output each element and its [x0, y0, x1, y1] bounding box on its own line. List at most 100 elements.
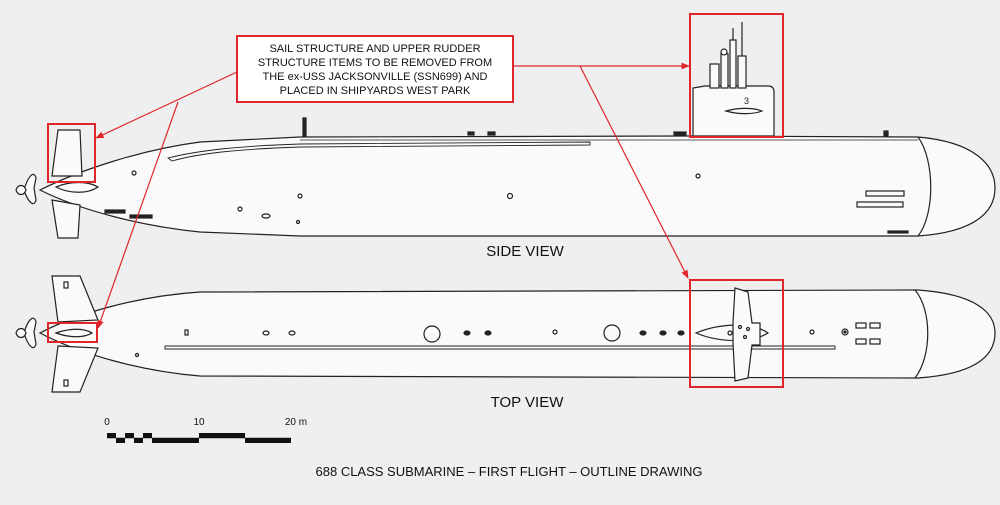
callout-arrows: [95, 62, 690, 329]
top-bow-hatch-4: [869, 338, 881, 345]
side-upper-rudder: [51, 129, 83, 177]
scale-tick-20: 20 m: [285, 417, 307, 428]
scale-seg-6: [152, 438, 199, 443]
side-propeller: [23, 173, 37, 205]
arrow-to-top-rudder: [97, 101, 179, 329]
side-port-2: [506, 192, 514, 200]
side-mast-3: [729, 39, 737, 89]
sail-hatch-3: [745, 326, 751, 332]
callout-line-2: STRUCTURE ITEMS TO BE REMOVED FROM: [258, 57, 492, 69]
top-sail-planes: [732, 287, 761, 382]
top-vent-5: [677, 330, 685, 336]
side-port-4: [237, 206, 243, 212]
callout-box: [236, 35, 514, 103]
keel-mark-2: [129, 214, 153, 219]
top-port-4: [809, 329, 815, 335]
scale-seg-1: [107, 433, 116, 438]
top-port-5-center: [843, 330, 847, 334]
callout: SAIL STRUCTURE AND UPPER RUDDER STRUCTUR…: [236, 35, 514, 103]
deck-fitting-1: [467, 131, 475, 136]
top-vent-3: [639, 330, 647, 336]
scale-seg-4: [134, 438, 143, 443]
callout-line-4: PLACED IN SHIPYARDS WEST PARK: [280, 85, 471, 97]
side-mast-4: [737, 55, 747, 89]
top-stern-rudder: [54, 328, 94, 338]
top-hatch-1: [423, 325, 441, 343]
top-bow-hatch-1: [855, 322, 867, 329]
scale-tick-0: 0: [104, 417, 110, 428]
side-bow-seam: [917, 136, 932, 237]
side-port-3: [695, 173, 701, 179]
highlights: [47, 13, 784, 388]
keel-mark-3: [887, 230, 909, 234]
sail-hatch-4: [742, 334, 748, 340]
side-mast-2: [720, 53, 729, 89]
side-port-5: [297, 193, 303, 199]
top-centerline-rail: [164, 345, 836, 350]
drawing-caption: 688 CLASS SUBMARINE – FIRST FLIGHT – OUT…: [316, 464, 703, 479]
top-view-label: TOP VIEW: [491, 394, 565, 411]
side-view-submarine: 3: [15, 22, 996, 239]
top-port-5: [841, 328, 849, 336]
keel-mark-1: [104, 209, 126, 214]
callout-line-1: SAIL STRUCTURE AND UPPER RUDDER: [269, 43, 480, 55]
highlight-side-sail: [689, 13, 784, 138]
callout-line-3: THE ex-USS JACKSONVILLE (SSN699) AND: [263, 71, 488, 83]
top-fitting-1: [184, 329, 189, 336]
top-plane-tab-1: [63, 281, 69, 289]
deck-fitting-3: [673, 131, 687, 136]
top-vent-2: [484, 330, 492, 336]
side-lower-rudder: [51, 199, 81, 239]
top-bow-seam: [914, 289, 929, 379]
top-plane-tab-2: [63, 379, 69, 387]
side-stern-plane: [54, 181, 100, 193]
highlight-top-sail: [689, 279, 784, 388]
top-bow-hatch-3: [855, 338, 867, 345]
sail-mark: 3: [744, 96, 749, 106]
side-port-6: [261, 213, 271, 219]
top-view-submarine: [15, 275, 996, 393]
side-deck-rail: [166, 141, 591, 162]
deck-fitting-4: [883, 130, 889, 137]
scale-seg-5: [143, 433, 152, 438]
side-port-7: [295, 219, 301, 225]
top-port-1: [262, 330, 270, 336]
deck-fitting-2: [487, 131, 496, 136]
top-hatch-2: [603, 324, 621, 342]
side-hull: [38, 135, 996, 237]
scale-seg-3: [125, 433, 134, 438]
top-hull: [38, 289, 996, 379]
sail-hatch-2: [737, 324, 743, 330]
top-port-3: [552, 329, 558, 335]
side-sail-fin: [723, 107, 764, 115]
top-lower-plane: [51, 345, 99, 393]
side-deck-mast: [302, 117, 307, 137]
side-hatch-1: [865, 190, 905, 197]
top-prop-hub: [15, 327, 27, 339]
highlight-top-rudder: [47, 322, 98, 343]
scale-seg-8: [245, 438, 291, 443]
top-propeller: [23, 317, 37, 349]
top-upper-plane: [51, 275, 99, 323]
side-hatch-2: [856, 201, 904, 208]
arrow-to-side-rudder: [95, 71, 238, 139]
side-mast-cap: [720, 48, 728, 56]
highlight-side-rudder: [47, 123, 96, 183]
top-bow-hatch-2: [869, 322, 881, 329]
side-mast-1: [709, 63, 720, 89]
side-view-label: SIDE VIEW: [486, 243, 564, 260]
scale-seg-7: [199, 433, 245, 438]
side-prop-hub: [15, 184, 27, 196]
side-port-1: [131, 170, 137, 176]
top-vent-1: [463, 330, 471, 336]
scale-seg-2: [116, 438, 125, 443]
top-vent-4: [659, 330, 667, 336]
arrow-to-top-sail: [579, 65, 689, 279]
top-port-2: [288, 330, 296, 336]
sail-hatch-1: [727, 330, 733, 336]
scale-bar: 0 10 20 m: [104, 417, 307, 443]
scale-tick-10: 10: [193, 417, 205, 428]
top-port-6: [134, 352, 140, 358]
